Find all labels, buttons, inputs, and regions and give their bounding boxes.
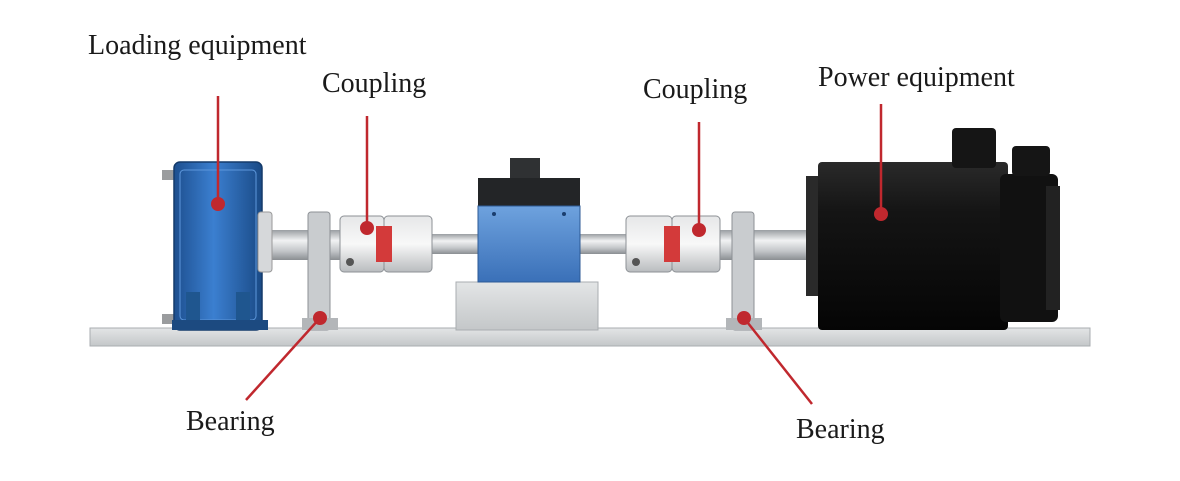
- shaft-center-left: [432, 234, 482, 254]
- leader-loading-dot: [211, 197, 225, 211]
- shaft-center-right: [578, 234, 626, 254]
- leader-coupling-left-dot: [360, 221, 374, 235]
- label-bearing-left: Bearing: [186, 406, 275, 437]
- coupling-right-body: [625, 215, 721, 273]
- leader-bearing-left: [245, 317, 321, 401]
- leader-bearing-right-dot: [737, 311, 751, 325]
- coupling-left-body: [339, 215, 433, 273]
- torque-sensor: [455, 158, 599, 331]
- label-power-equipment: Power equipment: [818, 62, 1015, 93]
- label-loading-equipment: Loading equipment: [88, 30, 307, 61]
- label-coupling-right: Coupling: [643, 74, 748, 105]
- leader-lines: [211, 96, 888, 405]
- label-bearing-right: Bearing: [796, 414, 885, 445]
- leader-power-dot: [874, 207, 888, 221]
- shaft-right: [710, 230, 810, 260]
- leader-coupling-right-dot: [692, 223, 706, 237]
- bearing-right-body: [726, 211, 762, 331]
- leader-bearing-right: [743, 317, 813, 405]
- label-coupling-left: Coupling: [322, 68, 427, 99]
- power-equipment: [806, 128, 1060, 330]
- loading-equipment: [162, 161, 273, 331]
- leader-bearing-left-dot: [313, 311, 327, 325]
